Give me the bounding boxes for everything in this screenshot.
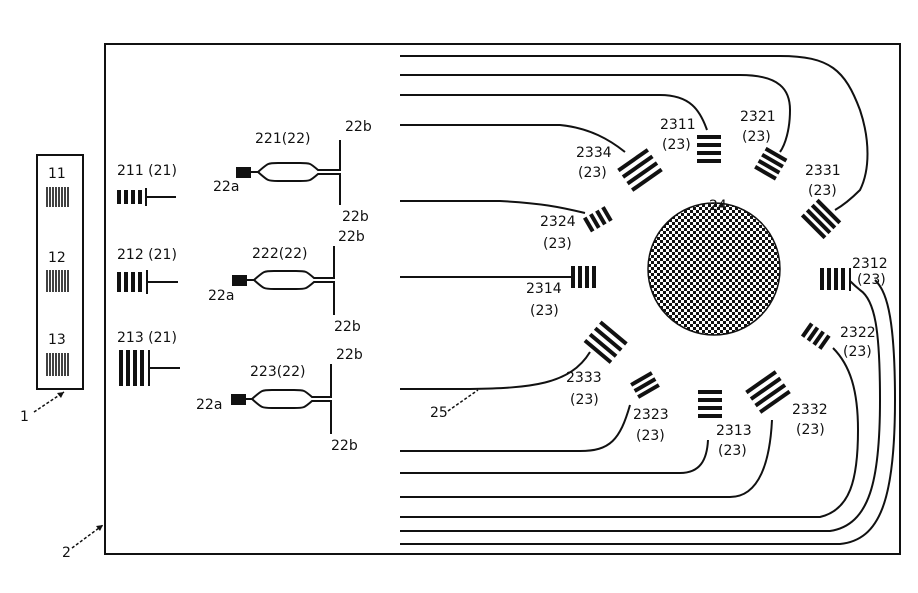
label-2311-sub: (23) [662,137,691,153]
label-2311: 2311 [660,117,696,133]
waveguides-25: 25 [400,56,895,544]
coupler-213: 213 (21) [117,330,180,386]
label-2312: 2312 [852,256,888,272]
label-22b-2b: 22b [334,319,361,335]
label-2333: 2333 [566,370,602,386]
label-22b-1a: 22b [345,119,372,135]
grating-2311 [697,137,721,161]
label-2322: 2322 [840,325,876,341]
grating-2324 [585,207,611,231]
label-2: 2 [62,545,71,561]
coupler-211: 211 (21) [117,163,177,206]
label-2331: 2331 [805,163,841,179]
label-22b-1b: 22b [342,209,369,225]
grating-2321 [755,149,786,179]
label-2324: 2324 [540,214,576,230]
label-25: 25 [430,405,448,421]
chip-1-outline [37,155,83,389]
label-22a-2: 22a [208,288,234,304]
label-22a-1: 22a [213,179,239,195]
label-2324-sub: (23) [543,236,572,252]
label-22b-3b: 22b [331,438,358,454]
label-2332: 2332 [792,402,828,418]
label-12: 12 [48,250,66,266]
label-22b-3a: 22b [336,347,363,363]
label-24: 24 [709,198,727,214]
label-2333-sub: (23) [570,392,599,408]
grating-2333 [585,322,626,362]
grating-2323 [631,373,659,397]
grating-2332 [746,372,789,412]
label-1: 1 [20,409,29,425]
leader-25 [448,390,478,411]
chip-1: 11 12 13 1 [20,155,83,425]
label-221: 221(22) [255,131,310,147]
label-13: 13 [48,332,66,348]
label-212: 212 (21) [117,247,177,263]
grating-2314 [573,266,594,288]
coupler-212: 212 (21) [117,247,178,294]
splitter-223: 223(22) 22a 22b 22b [196,347,363,454]
grating-2331 [802,200,839,237]
splitter-221: 221(22) 22a 22b 22b [213,119,372,225]
label-2312-sub: (23) [857,272,886,288]
sample-region-24 [648,203,780,335]
label-22b-2a: 22b [338,229,365,245]
grating-2334 [618,150,661,190]
label-2314: 2314 [526,281,562,297]
label-222: 222(22) [252,246,307,262]
label-2322-sub: (23) [843,344,872,360]
grating-2312 [822,268,843,290]
label-2313: 2313 [716,423,752,439]
label-211: 211 (21) [117,163,177,179]
label-11: 11 [48,166,66,182]
label-2314-sub: (23) [530,303,559,319]
grating-2313 [698,392,722,416]
label-2334: 2334 [576,145,612,161]
label-223: 223(22) [250,364,305,380]
grating-13 [47,353,68,376]
label-2313-sub: (23) [718,443,747,459]
label-2323-sub: (23) [636,428,665,444]
label-2331-sub: (23) [808,183,837,199]
grating-11 [47,187,68,207]
splitter-222: 222(22) 22a 22b 22b [208,229,365,335]
label-2321-sub: (23) [742,129,771,145]
label-213: 213 (21) [117,330,177,346]
grating-12 [47,270,68,292]
label-2321: 2321 [740,109,776,125]
label-22a-3: 22a [196,397,222,413]
label-2334-sub: (23) [578,165,607,181]
label-2323: 2323 [633,407,669,423]
grating-2322 [803,324,829,349]
label-2332-sub: (23) [796,422,825,438]
